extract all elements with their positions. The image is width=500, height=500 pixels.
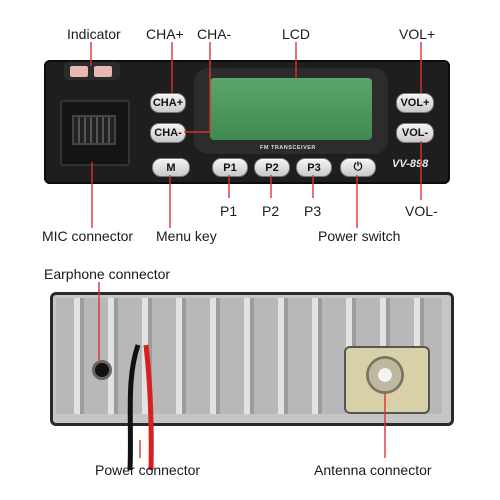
lcd-label: LCD <box>282 26 311 42</box>
p1-button[interactable]: P1 <box>212 158 248 177</box>
power-switch-label: Power switch <box>318 228 401 244</box>
indicator-led-right <box>94 66 112 77</box>
cha-plus-label: CHA+ <box>146 26 184 42</box>
power-button[interactable]: ⏻ <box>340 158 376 177</box>
earphone-connector-label: Earphone connector <box>44 266 171 282</box>
earphone-jack <box>92 360 112 380</box>
lcd-caption: FM TRANSCEIVER <box>260 145 316 151</box>
antenna-connector-label: Antenna connector <box>314 462 432 478</box>
vol-minus-label: VOL- <box>405 203 438 219</box>
cha-minus-button[interactable]: CHA- <box>150 123 186 143</box>
cha-plus-button[interactable]: CHA+ <box>150 93 186 113</box>
model-label: VV-898 <box>392 158 429 170</box>
p3-label: P3 <box>304 203 322 219</box>
indicator-label: Indicator <box>67 26 121 42</box>
mic-connector-label: MIC connector <box>42 228 134 244</box>
menu-button[interactable]: M <box>152 158 190 177</box>
indicator-led-left <box>70 66 88 77</box>
mic-connector-jack <box>72 115 116 145</box>
p1-label: P1 <box>220 203 238 219</box>
p3-button[interactable]: P3 <box>296 158 332 177</box>
menu-key-label: Menu key <box>156 228 217 244</box>
p2-label: P2 <box>262 203 280 219</box>
lcd-screen <box>210 78 372 140</box>
cha-minus-label: CHA- <box>197 26 232 42</box>
vol-plus-label: VOL+ <box>399 26 436 42</box>
antenna-socket <box>366 356 404 394</box>
vol-plus-button[interactable]: VOL+ <box>396 93 434 113</box>
power-connector-label: Power connector <box>95 462 201 478</box>
p2-button[interactable]: P2 <box>254 158 290 177</box>
power-icon: ⏻ <box>353 161 363 173</box>
vol-minus-button[interactable]: VOL- <box>396 123 434 143</box>
